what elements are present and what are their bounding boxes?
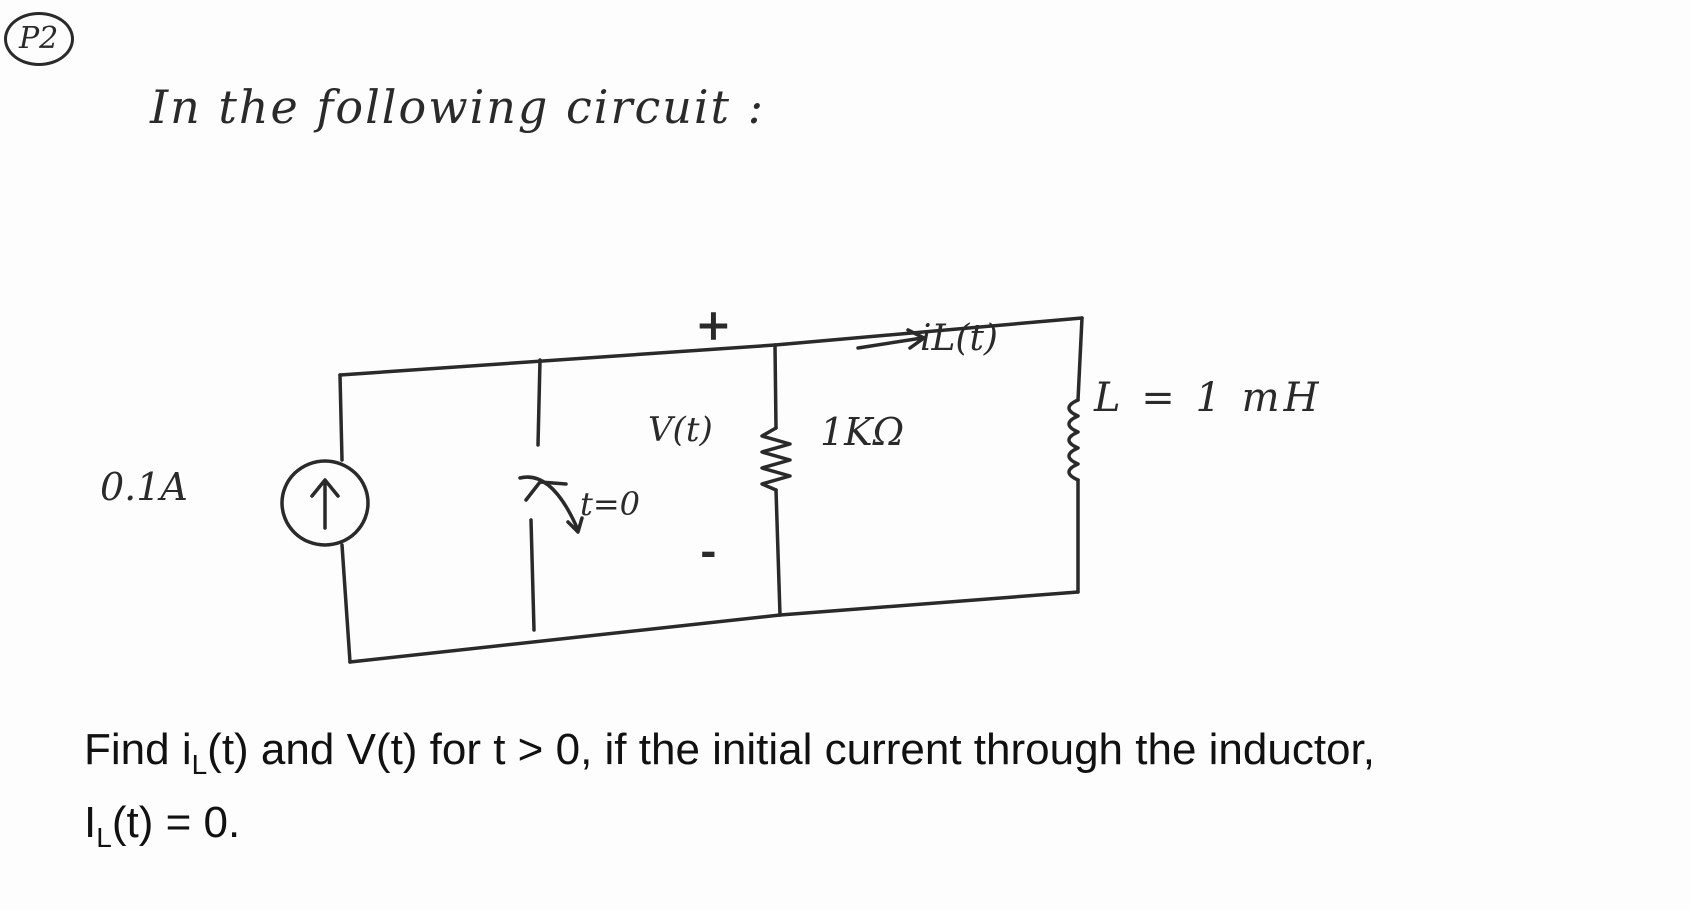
question-line-2-rest: (t) = 0.: [111, 798, 241, 847]
bottom-wire-right: [778, 590, 1080, 617]
switch-arrow-icon: [518, 475, 584, 534]
resistor-value-label: 1KΩ: [820, 410, 905, 454]
top-wire-right: [773, 316, 1084, 347]
current-source-circle: [280, 459, 370, 547]
inductor-wire-top: [1076, 316, 1084, 402]
voltage-label: V(t): [648, 410, 713, 450]
resistor-wire-bottom: [774, 488, 782, 617]
resistor-zigzag: [760, 426, 792, 492]
switch-wire-top: [536, 358, 542, 447]
question-line-1-rest: (t) and V(t) for t > 0, if the initial c…: [207, 725, 1375, 774]
question-line-1: Find iL(t) and V(t) for t > 0, if the in…: [84, 725, 1375, 781]
question-subscript-2: L: [96, 822, 112, 853]
intro-text: In the following circuit :: [150, 80, 766, 134]
problem-number-badge: P2: [4, 12, 74, 66]
question-line-2-main: I: [84, 798, 97, 847]
inductor-current-label: iL(t): [920, 318, 998, 359]
question-find: Find i: [84, 725, 192, 774]
source-wire-top: [338, 373, 344, 462]
source-arrow-icon: [310, 478, 340, 530]
switch-wire-bottom: [529, 518, 536, 632]
bottom-wire-left: [348, 613, 782, 664]
source-value-label: 0.1A: [100, 465, 188, 509]
source-wire-bottom: [340, 543, 352, 664]
switch-blade: [524, 480, 568, 502]
current-arrow-icon: [856, 328, 926, 350]
top-wire-left: [338, 343, 777, 377]
switch-time-label: t=0: [580, 485, 641, 523]
resistor-wire-top: [773, 343, 778, 430]
question-subscript-1: L: [191, 749, 208, 780]
problem-number: P2: [19, 21, 59, 56]
voltage-minus-sign: -: [700, 528, 717, 575]
inductor-value-label: L = 1 mH: [1094, 375, 1323, 421]
question-line-2: IL(t) = 0.: [84, 798, 240, 854]
voltage-plus-sign: +: [695, 300, 732, 351]
inductor-coil: [1067, 398, 1080, 482]
